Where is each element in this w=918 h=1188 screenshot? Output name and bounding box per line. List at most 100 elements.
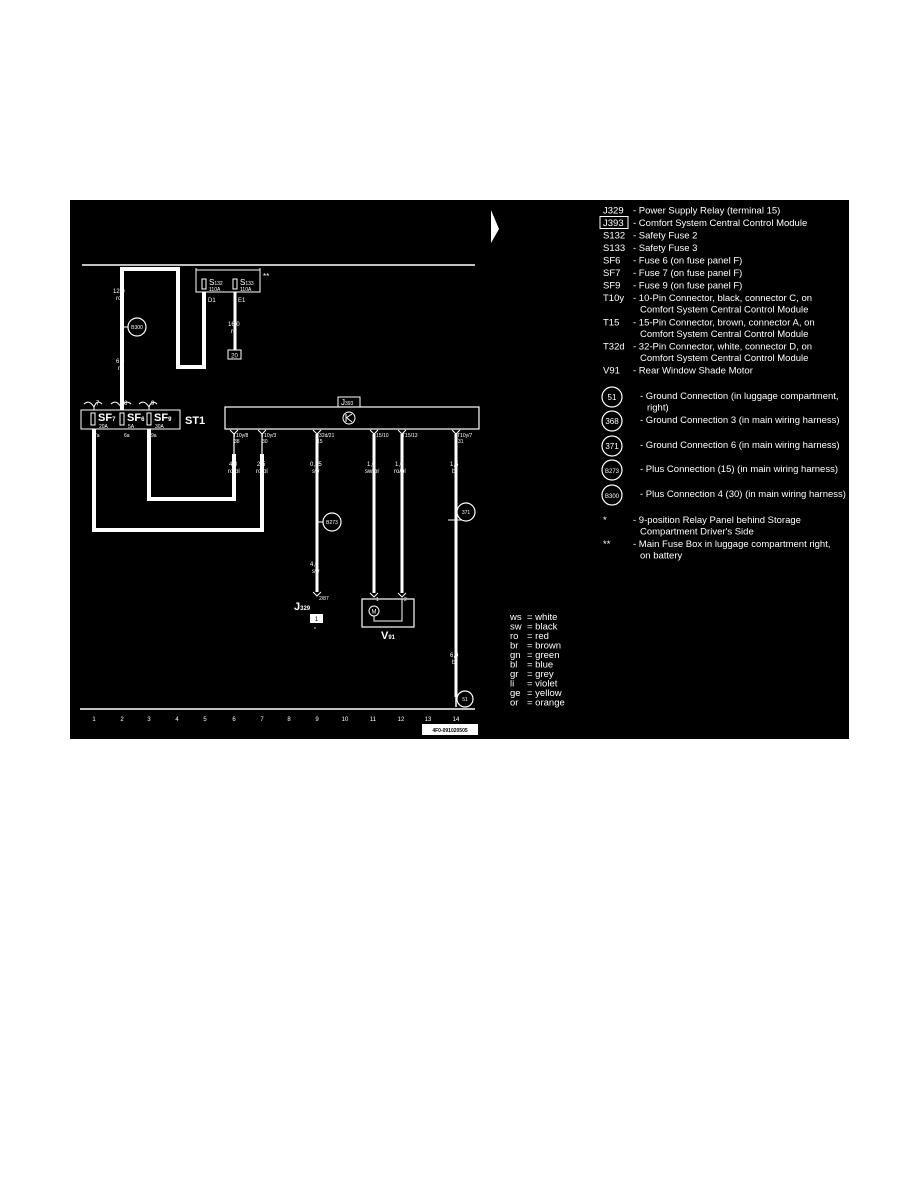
svg-text:30A: 30A (155, 424, 165, 430)
svg-text:= brown: = brown (527, 641, 561, 652)
svg-text:**: ** (603, 539, 611, 550)
svg-text:SF7: SF7 (98, 412, 116, 424)
svg-text:7: 7 (96, 401, 100, 407)
wire-label: 4,0 (229, 462, 238, 468)
reference-box-20: 20 (231, 354, 238, 360)
svg-text:11: 11 (370, 717, 377, 723)
component-legend: J329 - Power Supply Relay (terminal 15) … (599, 206, 815, 377)
svg-text:Comfort System Central Control: Comfort System Central Control Module (640, 353, 808, 364)
svg-text:38: 38 (234, 439, 240, 445)
svg-text:= green: = green (527, 650, 560, 661)
svg-text:7: 7 (260, 717, 264, 723)
wire-label: 4,0 (310, 562, 319, 568)
svg-text:T15: T15 (603, 318, 619, 329)
main-fuse-box: S132 110A S133 110A ** (195, 268, 269, 293)
svg-text:= black: = black (527, 622, 558, 633)
figure-id-box (422, 724, 478, 735)
wire-sf7-to-t10y3 (92, 429, 264, 532)
fuse-panel-st1: 7 6 9 SF7 20A SF6 5A SF9 30A ST1 7a 6a 9… (80, 401, 205, 439)
svg-text:T10y: T10y (603, 293, 624, 304)
svg-text:= blue: = blue (527, 660, 553, 671)
svg-text:- 15-Pin Connector, brown, con: - 15-Pin Connector, brown, connector A, … (633, 318, 815, 329)
connection-b273 (322, 512, 342, 532)
svg-text:6: 6 (124, 401, 128, 407)
svg-text:- 10-Pin Connector, black, con: - 10-Pin Connector, black, connector C, … (633, 293, 812, 304)
svg-text:8: 8 (287, 717, 291, 723)
relay-footnote-mark: * (314, 627, 316, 633)
pin-e1: E1 (238, 298, 246, 304)
next-page-arrow-icon[interactable] (491, 210, 499, 243)
ground-51-label: 51 (462, 697, 468, 703)
svg-text:30: 30 (262, 439, 268, 445)
svg-text:368: 368 (605, 417, 619, 426)
motor-v91: 1 2 M V91 (361, 597, 415, 642)
svg-text:- Safety Fuse 3: - Safety Fuse 3 (633, 243, 697, 254)
svg-text:SF9: SF9 (603, 281, 620, 292)
svg-text:31: 31 (458, 439, 464, 445)
svg-text:T10y/8: T10y/8 (233, 433, 249, 439)
svg-text:Comfort System Central Control: Comfort System Central Control Module (640, 305, 808, 316)
svg-text:= violet: = violet (527, 679, 558, 690)
svg-text:- Rear Window Shade Motor: - Rear Window Shade Motor (633, 366, 753, 377)
svg-text:20A: 20A (99, 424, 109, 430)
wire-label: br (452, 469, 457, 475)
wire-label: ro (116, 296, 122, 302)
svg-text:T15/10: T15/10 (373, 433, 389, 439)
svg-text:bl: bl (510, 660, 517, 671)
wire-label: sw/br (365, 469, 379, 475)
svg-text:51: 51 (608, 393, 617, 402)
svg-text:S132: S132 (603, 231, 625, 242)
svg-text:- Comfort System Central Contr: - Comfort System Central Control Module (633, 218, 807, 229)
svg-text:- Power Supply Relay (terminal: - Power Supply Relay (terminal 15) (633, 206, 780, 217)
svg-text:- Plus Connection 4 (30) (in m: - Plus Connection 4 (30) (in main wiring… (640, 489, 846, 500)
footnotes: * - 9-position Relay Panel behind Storag… (603, 515, 830, 562)
wire-label: 1,5 (450, 462, 459, 468)
svg-text:= grey: = grey (527, 669, 554, 680)
svg-text:10: 10 (342, 717, 349, 723)
wire-sf9-to-t10y8 (147, 429, 236, 501)
wire-label: sw (312, 469, 320, 475)
svg-text:SF7: SF7 (603, 268, 620, 279)
svg-text:li: li (510, 679, 514, 690)
svg-text:14: 14 (453, 717, 460, 723)
svg-text:1: 1 (92, 717, 96, 723)
wire-label: ro/bl (394, 469, 406, 475)
svg-text:12: 12 (398, 717, 405, 723)
svg-text:B300: B300 (605, 494, 620, 500)
svg-text:= yellow: = yellow (527, 688, 562, 699)
svg-text:371: 371 (605, 442, 619, 451)
svg-text:B273: B273 (605, 469, 620, 475)
svg-text:T10y/3: T10y/3 (261, 433, 277, 439)
svg-text:= orange: = orange (527, 698, 565, 709)
svg-text:- Safety Fuse 2: - Safety Fuse 2 (633, 231, 697, 242)
relay-box (310, 614, 323, 623)
svg-text:ro: ro (510, 631, 518, 642)
svg-text:6a: 6a (124, 433, 130, 439)
svg-text:J393: J393 (603, 218, 624, 229)
svg-text:9: 9 (151, 401, 155, 407)
svg-text:SF6: SF6 (127, 412, 145, 424)
ground-371 (456, 502, 476, 522)
wire-label: 12,0 (113, 289, 125, 295)
wire-label: br (452, 660, 457, 666)
wire-label: 1,0 (395, 462, 404, 468)
svg-text:7a: 7a (94, 433, 100, 439)
svg-text:- 32-Pin Connector, white, con: - 32-Pin Connector, white, connector D, … (633, 342, 812, 353)
svg-text:- Main Fuse Box in luggage com: - Main Fuse Box in luggage compartment r… (633, 539, 830, 550)
svg-text:- 9-position Relay Panel behin: - 9-position Relay Panel behind Storage (633, 515, 801, 526)
pin-d1: D1 (208, 298, 216, 304)
wire-label: ro (118, 366, 124, 372)
svg-text:9a: 9a (151, 433, 157, 439)
control-module-j393: J393 (224, 396, 480, 430)
wire-label: 6,0 (116, 359, 125, 365)
svg-text:- Fuse 7 (on fuse panel F): - Fuse 7 (on fuse panel F) (633, 268, 742, 279)
relay-j329-label: J329 (294, 601, 311, 613)
svg-text:SF9: SF9 (154, 412, 172, 424)
svg-text:13: 13 (425, 717, 432, 723)
wire-s132-feed (120, 267, 206, 410)
svg-text:Comfort System Central Control: Comfort System Central Control Module (640, 329, 808, 340)
wire-color-legend: ws= white sw= black ro= red br= brown gn… (509, 612, 565, 709)
svg-text:V91: V91 (603, 366, 620, 377)
wire-label: 6,0 (450, 653, 459, 659)
relay-pin: 2/87 (319, 596, 329, 602)
